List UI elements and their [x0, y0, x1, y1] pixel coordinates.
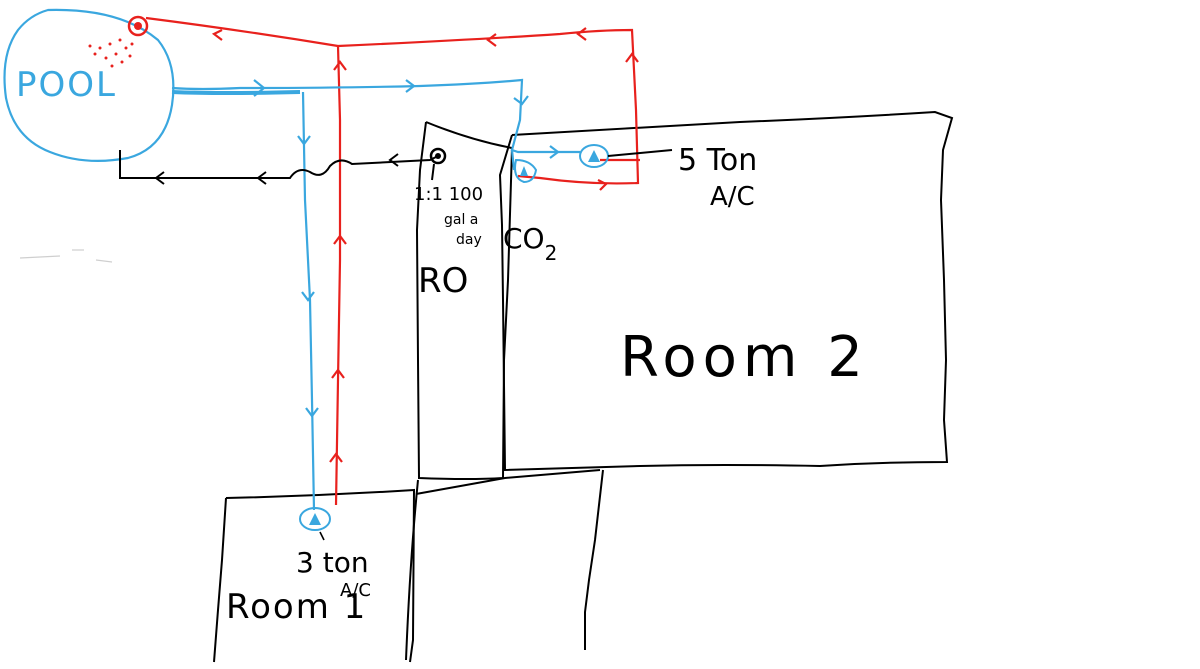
co2-label: CO2 [503, 222, 557, 265]
ac-5ton-label-line1: 5 Ton [678, 143, 757, 178]
pool-label: POOL [16, 65, 117, 105]
drain-line [119, 150, 439, 185]
ro-valve-icon [429, 147, 447, 181]
room1-walls [213, 488, 416, 663]
stray-marks [19, 249, 113, 263]
ro-label: RO [418, 261, 468, 301]
heater-spray-icon [88, 15, 149, 68]
ac-unit-icon-3ton [299, 507, 331, 541]
pool: POOL [3, 8, 175, 162]
room1-label: Room 1 [226, 587, 367, 627]
room2-walls [498, 110, 954, 472]
ro-rate-label-line3: day [456, 232, 482, 248]
ac-3ton-label-line2: A/C [340, 580, 371, 601]
hallway-walls [405, 469, 604, 661]
hot-water-line [145, 16, 640, 506]
co2-subscript: 2 [545, 241, 558, 265]
ac-5ton-label-line2: A/C [710, 182, 755, 212]
cold-water-line [171, 78, 580, 511]
co2-text: CO [503, 222, 545, 255]
room2-label: Room 2 [620, 325, 869, 390]
co2-unit-icon [514, 158, 538, 184]
ac-3ton-label-line1: 3 ton [296, 546, 369, 579]
ro-rate-label-line2: gal a [444, 212, 478, 228]
ac-unit-icon [579, 144, 673, 168]
ro-rate-label-line1: 1:1 100 [414, 184, 483, 205]
